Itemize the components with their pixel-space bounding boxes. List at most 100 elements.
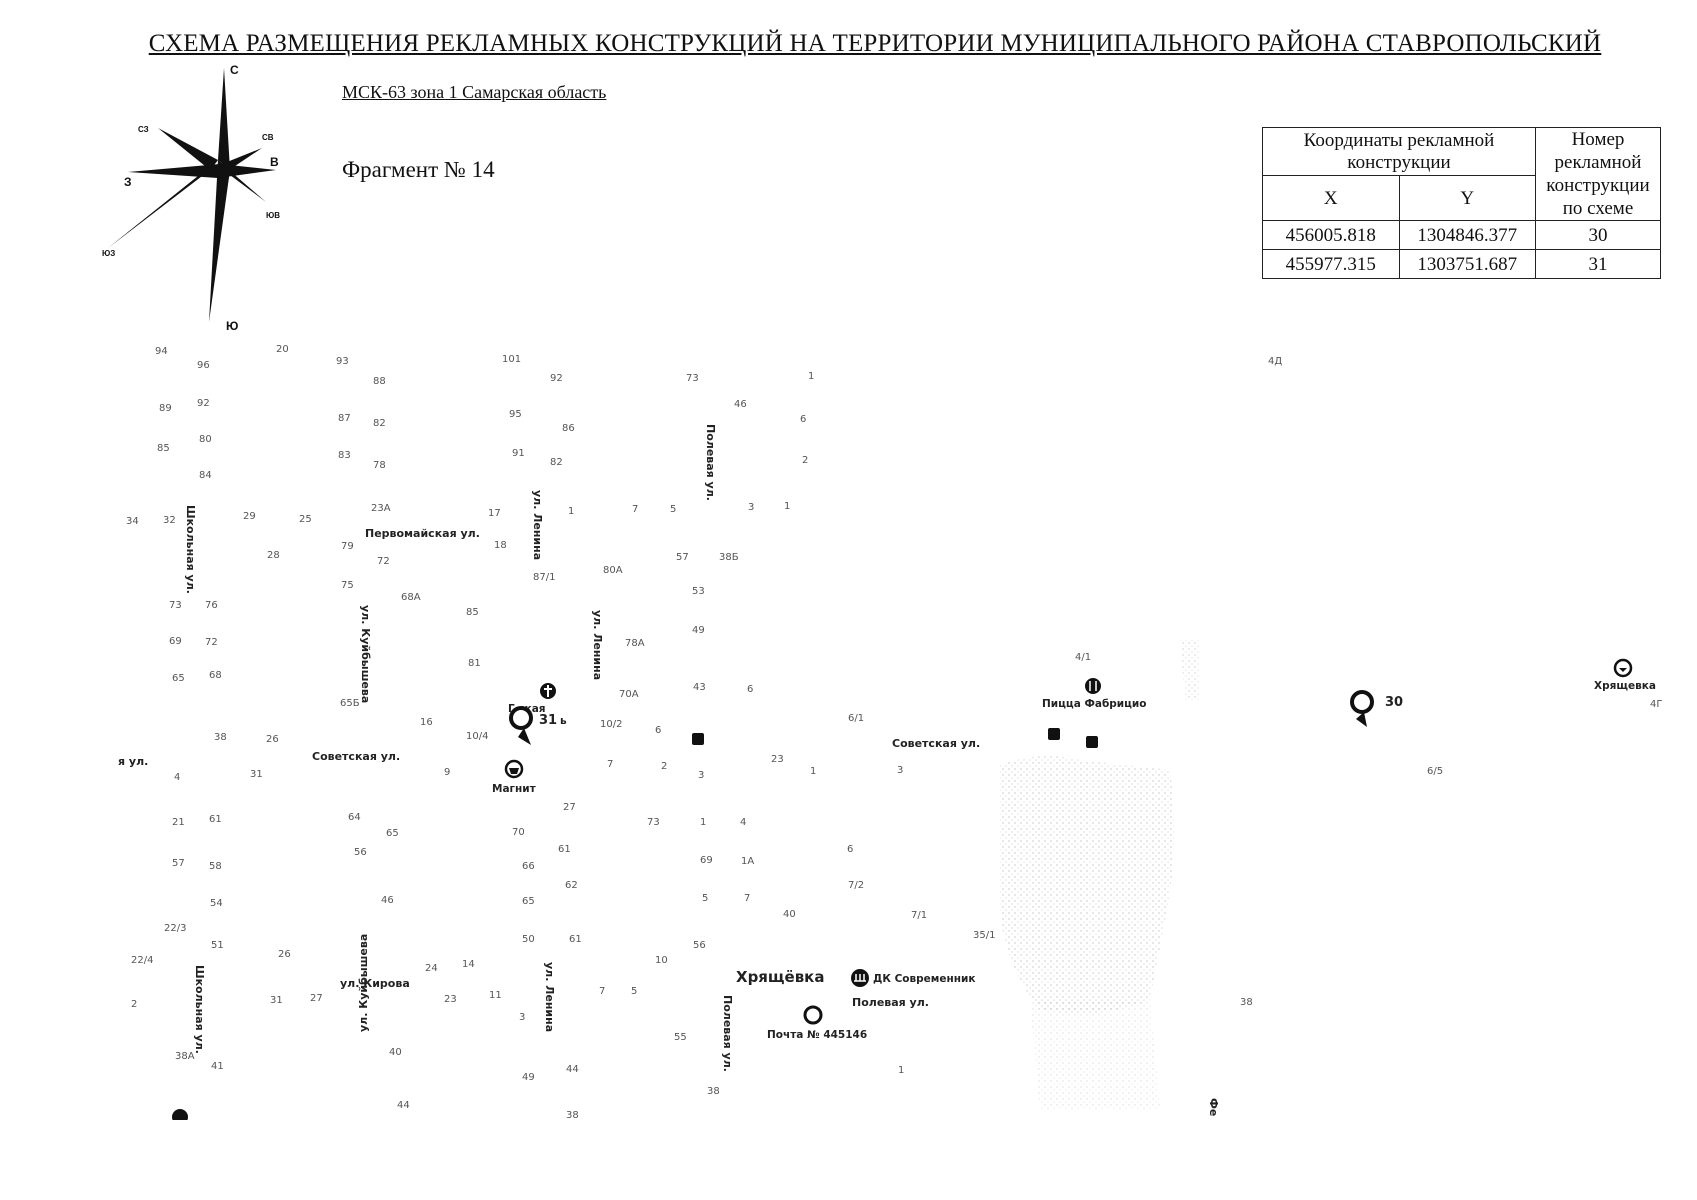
house-number: 85 xyxy=(157,443,170,454)
house-number: 70А xyxy=(619,689,639,700)
house-number: 57 xyxy=(676,552,689,563)
house-number: 27 xyxy=(563,802,576,813)
house-number: 84 xyxy=(199,470,212,481)
house-number: 4 xyxy=(174,772,180,783)
house-number: 6 xyxy=(747,684,753,695)
street-label-polevaya: Полевая ул. xyxy=(721,995,734,1072)
house-number: 38 xyxy=(707,1086,720,1097)
house-number: 89 xyxy=(159,403,172,414)
house-number: 55 xyxy=(674,1032,687,1043)
house-number: 96 xyxy=(197,360,210,371)
compass-w-label: З xyxy=(124,175,132,189)
house-number: 35/1 xyxy=(973,930,995,941)
house-number: 22/3 xyxy=(164,923,186,934)
house-number: 7/1 xyxy=(911,910,927,921)
house-number: 7/2 xyxy=(848,880,864,891)
house-number: 54 xyxy=(210,898,223,909)
street-label-polevaya: Полевая ул. xyxy=(704,424,717,501)
house-number: 61 xyxy=(569,934,582,945)
street-label-partial: я ул. xyxy=(118,755,148,768)
house-number: 61 xyxy=(558,844,571,855)
house-number: 5 xyxy=(670,504,676,515)
house-number: 50 xyxy=(522,934,535,945)
house-number: 92 xyxy=(197,398,210,409)
house-number: 1 xyxy=(808,371,814,382)
house-number: 76 xyxy=(205,600,218,611)
scan-noise-area xyxy=(1030,1000,1160,1110)
compass-se-label: ЮВ xyxy=(266,211,280,220)
house-number: 2 xyxy=(802,455,808,466)
house-number: 1 xyxy=(784,501,790,512)
shop-icon xyxy=(1048,728,1060,740)
house-number: 5 xyxy=(631,986,637,997)
house-number: 6 xyxy=(800,414,806,425)
house-number: 17 xyxy=(488,508,501,519)
house-number: 72 xyxy=(377,556,390,567)
house-number: 43 xyxy=(693,682,706,693)
row-num: 31 xyxy=(1535,249,1661,279)
house-number: 1А xyxy=(741,856,754,867)
house-number: 28 xyxy=(267,550,280,561)
house-number: 65 xyxy=(172,673,185,684)
house-numbers: 94 96 20 93 88 101 92 73 1 89 92 87 82 9… xyxy=(126,344,1662,1120)
house-number: 85 xyxy=(466,607,479,618)
street-label-kuybysheva: ул. Куйбышева xyxy=(357,934,370,1032)
house-number: 68А xyxy=(401,592,421,603)
house-number: 58 xyxy=(209,861,222,872)
house-number: 68 xyxy=(209,670,222,681)
poi-label: Хрящевка xyxy=(1594,680,1656,692)
compass-s-label: Ю xyxy=(226,319,238,333)
house-number: 93 xyxy=(336,356,349,367)
house-number: 83 xyxy=(338,450,351,461)
house-number: 86 xyxy=(562,423,575,434)
poi-label: ь xyxy=(560,715,567,727)
house-number: 7 xyxy=(632,504,638,515)
house-number: 78А xyxy=(625,638,645,649)
house-number: 1 xyxy=(810,766,816,777)
house-number: 10 xyxy=(655,955,668,966)
house-number: 92 xyxy=(550,373,563,384)
house-number: 10/4 xyxy=(466,731,488,742)
house-number: 44 xyxy=(566,1064,579,1075)
poi-post[interactable]: Почта № 445146 xyxy=(767,1005,867,1041)
shop-icon xyxy=(1086,736,1098,748)
ad-marker-31[interactable]: 31 xyxy=(509,706,557,745)
house-number: 101 xyxy=(502,354,521,365)
house-number: 62 xyxy=(565,880,578,891)
poi-bus-stop[interactable]: Хрящевка xyxy=(1594,658,1656,692)
house-number: 27 xyxy=(310,993,323,1004)
marker-label: 30 xyxy=(1385,695,1403,710)
coords-header: Координаты рекламной конструкции xyxy=(1262,127,1536,176)
house-number: 26 xyxy=(278,949,291,960)
house-number: 65 xyxy=(386,828,399,839)
poi-magnit[interactable]: Магнит xyxy=(492,759,537,795)
house-number: 25 xyxy=(299,514,312,525)
house-number: 75 xyxy=(341,580,354,591)
house-number: 6 xyxy=(847,844,853,855)
house-number: 23А xyxy=(371,503,391,514)
house-number: 3 xyxy=(897,765,903,776)
house-number: 6/5 xyxy=(1427,766,1443,777)
house-number: 49 xyxy=(692,625,705,636)
poi-dk[interactable]: ДК Современник xyxy=(851,969,976,987)
house-number: 65 xyxy=(522,896,535,907)
compass-n-label: С xyxy=(230,63,239,77)
house-number: 18 xyxy=(494,540,507,551)
house-number: 1 xyxy=(700,817,706,828)
house-number: 53 xyxy=(692,586,705,597)
house-number: 23 xyxy=(444,994,457,1005)
shop-icon xyxy=(692,733,704,745)
compass-sw-label: ЮЗ xyxy=(102,249,115,258)
house-number: 31 xyxy=(250,769,263,780)
ad-marker-30[interactable]: 30 xyxy=(1350,690,1403,727)
house-number: 3 xyxy=(698,770,704,781)
house-number: 38А xyxy=(175,1051,195,1062)
number-header: Номер рекламной конструкции по схеме xyxy=(1535,127,1661,221)
house-number: 16 xyxy=(420,717,433,728)
house-number: 73 xyxy=(686,373,699,384)
house-number: 4Г xyxy=(1650,699,1662,710)
house-number: 56 xyxy=(354,847,367,858)
scan-noise-area xyxy=(1180,640,1200,700)
poi-pizza[interactable]: Пицца Фабрицио xyxy=(1042,678,1147,710)
house-number: 38Б xyxy=(719,552,739,563)
